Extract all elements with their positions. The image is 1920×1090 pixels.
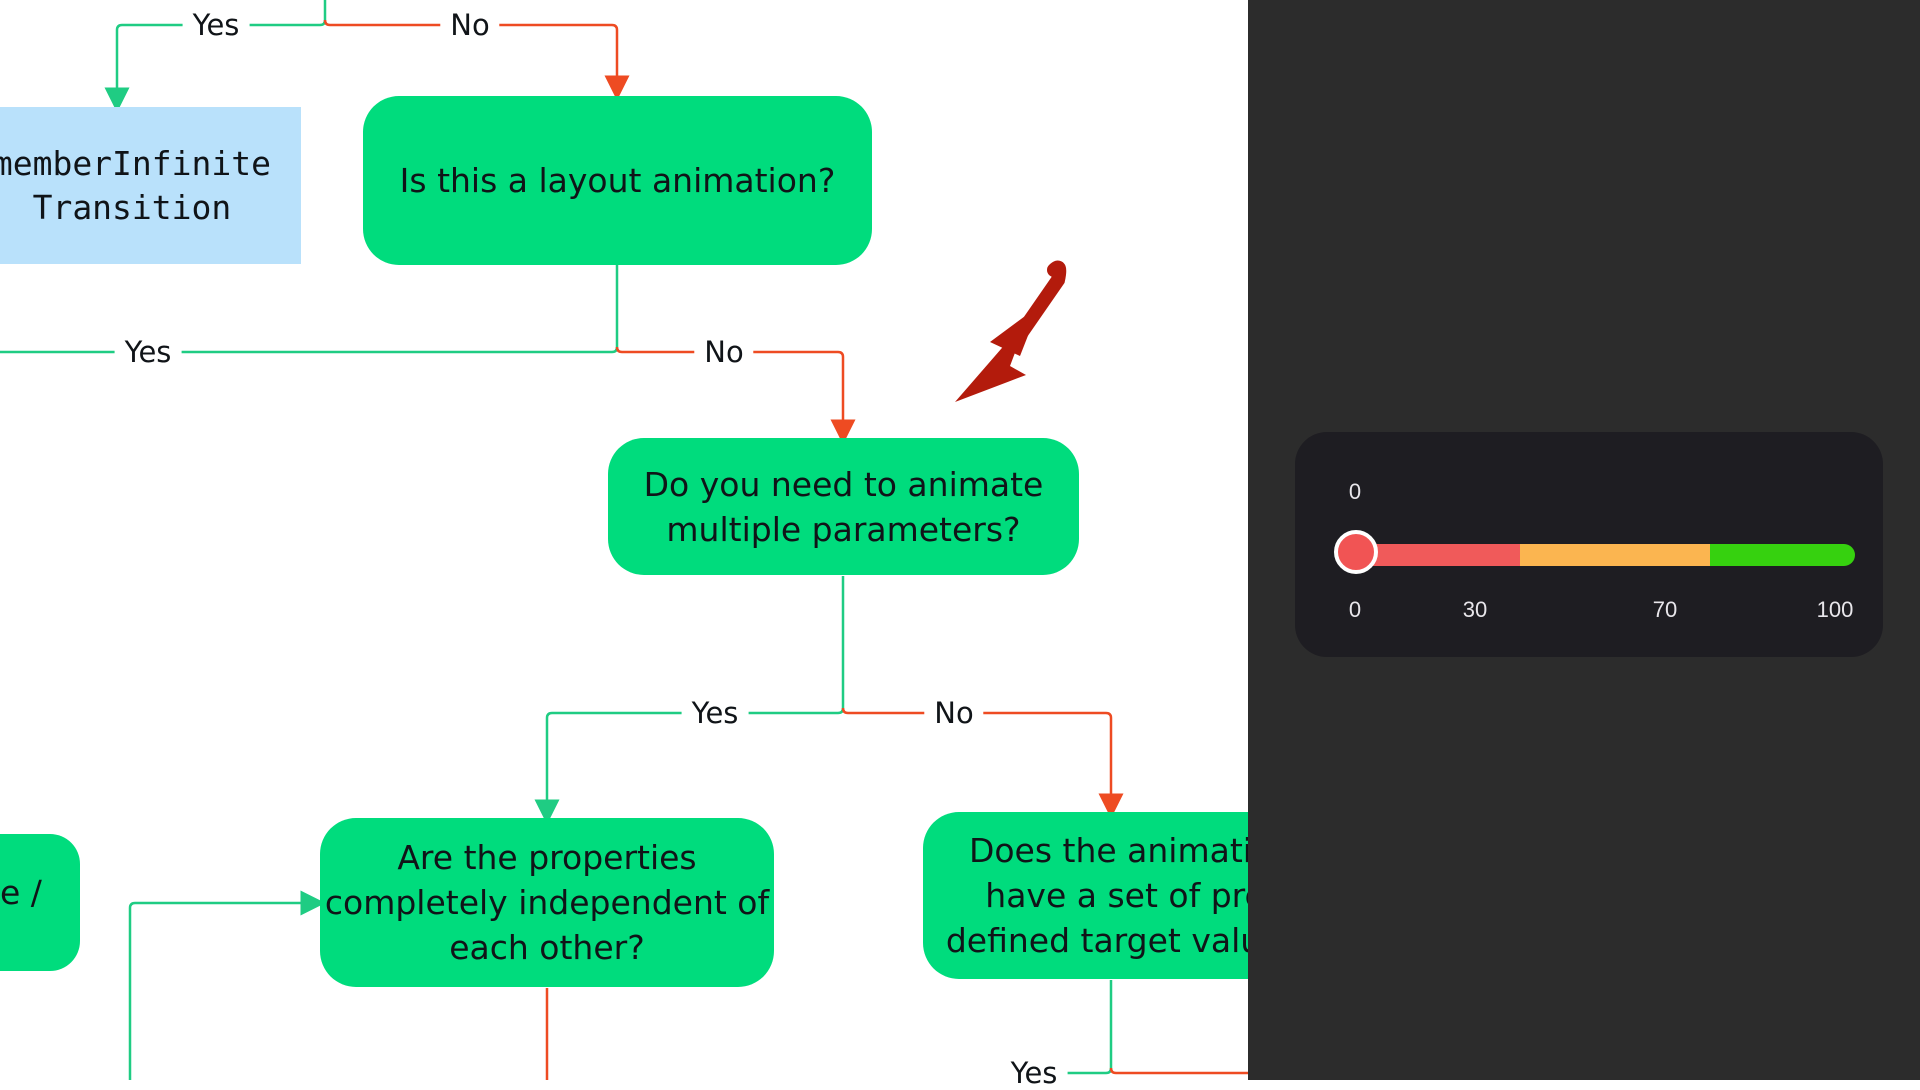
partial-left-text: e /	[0, 873, 42, 912]
slider-tick-70: 70	[1652, 597, 1678, 622]
layout-yes-label: Yes	[114, 336, 182, 368]
predefined-yes-connector	[1060, 980, 1113, 1075]
slider-range-high	[1710, 544, 1855, 566]
range-slider-card: 0 0 30 70 100	[1295, 432, 1883, 657]
slider-tick-0: 0	[1348, 597, 1362, 622]
properties-independent-decision: Are the properties completely independen…	[320, 818, 774, 987]
remember-infinite-transition-node: memberInfinite Transition	[0, 107, 301, 264]
slider-range-low	[1355, 544, 1520, 566]
remember-infinite-transition-text: memberInfinite Transition	[0, 143, 271, 227]
top-yes-label: Yes	[182, 9, 250, 41]
multiple-yes-label: Yes	[681, 697, 749, 729]
top-no-label: No	[440, 9, 500, 41]
predefined-targets-text: Does the animation have a set of pre- de…	[945, 831, 1248, 960]
top-no-connector	[323, 19, 630, 101]
predefined-no-connector	[1109, 1067, 1248, 1075]
preview-panel: 0 0 30 70 100	[1248, 0, 1920, 1080]
multiple-no-label: No	[924, 697, 984, 729]
slider-thumb[interactable]	[1334, 530, 1378, 574]
multiple-no-connector	[841, 707, 1124, 819]
layout-animation-decision: Is this a layout animation?	[363, 96, 872, 265]
layout-yes-connector	[0, 265, 619, 354]
multiple-parameters-decision: Do you need to animate multiple paramete…	[608, 438, 1079, 575]
layout-animation-text: Is this a layout animation?	[399, 161, 836, 200]
slider-track[interactable]	[1355, 544, 1855, 566]
slider-range-mid	[1520, 544, 1710, 566]
partial-left-decision: e /	[0, 834, 80, 971]
predefined-targets-decision: Does the animation have a set of pre- de…	[923, 812, 1248, 979]
slider-tick-100: 100	[1816, 597, 1854, 622]
properties-independent-text: Are the properties completely independen…	[324, 838, 770, 967]
bottom-yes-label: Yes	[1000, 1057, 1068, 1089]
multiple-parameters-text: Do you need to animate multiple paramete…	[643, 464, 1044, 549]
slider-value-label: 0	[1348, 479, 1362, 504]
multiple-yes-connector	[534, 576, 845, 825]
layout-no-connector	[615, 346, 856, 445]
annotation-arrow-icon	[955, 260, 1067, 402]
loop-connector	[128, 890, 326, 1080]
slider-tick-30: 30	[1462, 597, 1488, 622]
layout-no-label: No	[694, 336, 754, 368]
